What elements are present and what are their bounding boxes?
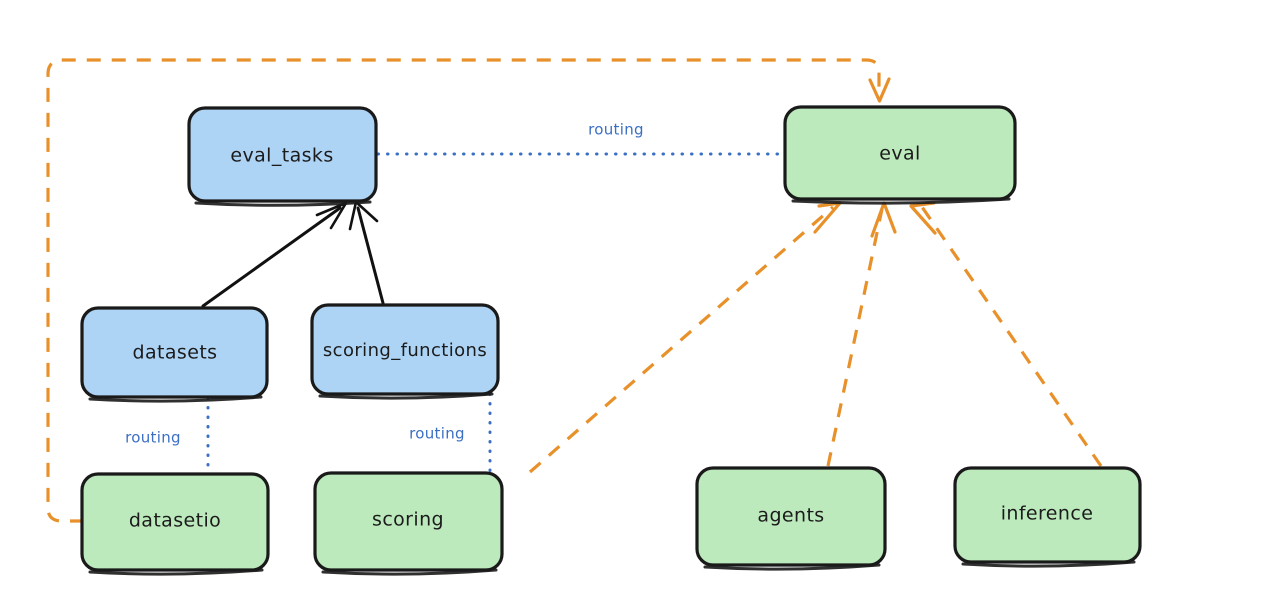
edge-datasets-eval-tasks (201, 201, 348, 308)
node-eval-tasks[interactable]: eval_tasks (187, 106, 378, 207)
node-scoring-label: scoring (372, 509, 444, 531)
node-eval[interactable]: eval (783, 105, 1017, 205)
node-datasets-box[interactable] (80, 306, 269, 399)
node-eval-box[interactable] (783, 105, 1017, 201)
edge-scoring-eval (528, 201, 842, 474)
edge-datasetio-eval (46, 58, 891, 523)
node-scoring-box[interactable] (313, 471, 504, 572)
node-inference-label: inference (1001, 503, 1094, 525)
node-scoring-functions[interactable]: scoring_functions (310, 303, 500, 400)
node-scoring-functions-label: scoring_functions (323, 340, 487, 361)
node-scoring[interactable]: scoring (313, 471, 504, 576)
node-eval-tasks-label: eval_tasks (230, 145, 333, 167)
node-agents-box[interactable] (695, 466, 887, 567)
node-inference-box[interactable] (953, 466, 1142, 564)
node-datasets[interactable]: datasets (80, 306, 269, 403)
edge-scoring-functions-eval-tasks (348, 200, 385, 305)
node-scoring-functions-box[interactable] (310, 303, 500, 396)
node-eval-tasks-box[interactable] (187, 106, 378, 203)
edge-agents-eval (826, 201, 897, 467)
node-datasets-label: datasets (133, 342, 218, 364)
edge-label-routing-eval: routing (588, 121, 644, 139)
edge-inference-eval (909, 201, 1103, 467)
node-eval-label: eval (879, 143, 920, 165)
node-datasetio-label: datasetio (129, 510, 221, 532)
edge-label-routing-scoring: routing (409, 425, 465, 443)
node-datasetio-box[interactable] (80, 472, 270, 572)
node-agents-label: agents (757, 505, 824, 527)
node-agents[interactable]: agents (695, 466, 887, 571)
node-datasetio[interactable]: datasetio (80, 472, 270, 576)
edge-label-routing-datasetio: routing (125, 429, 181, 447)
node-inference[interactable]: inference (953, 466, 1142, 568)
